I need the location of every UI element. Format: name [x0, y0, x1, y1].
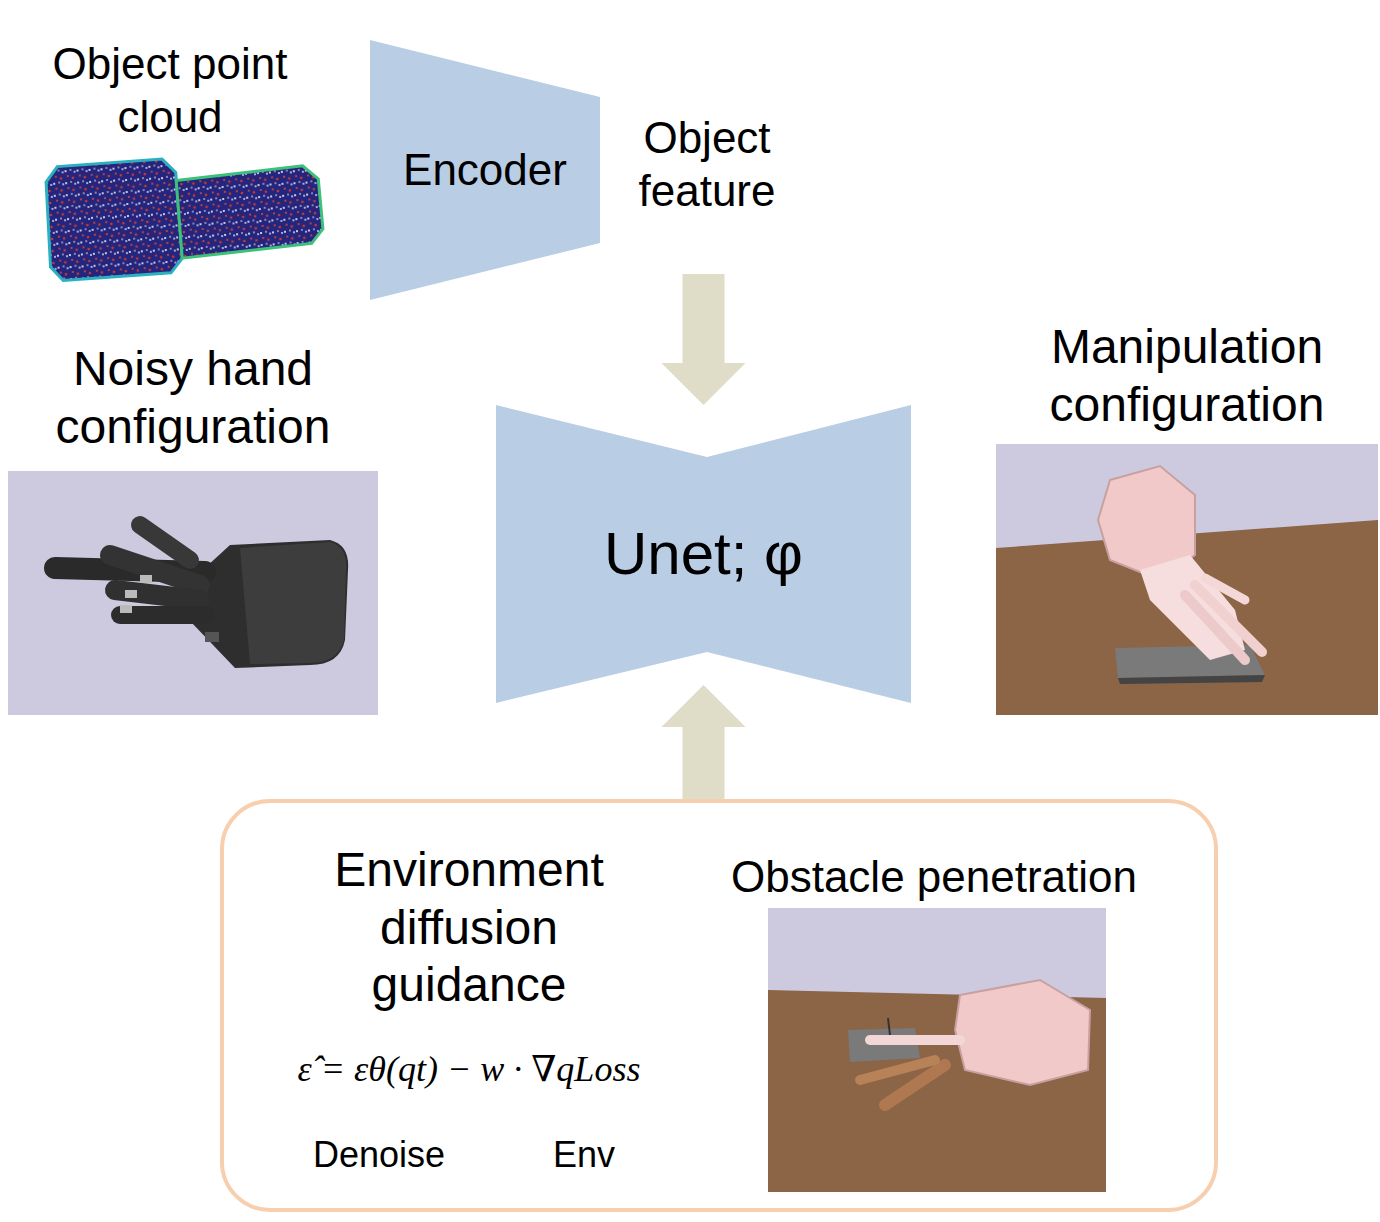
block-arrow — [662, 685, 746, 799]
image-panel: Manipulation configuration — [996, 318, 1378, 438]
encoder-trapezoid: Encoder — [370, 40, 600, 300]
node-text: Env — [524, 1133, 644, 1176]
block-arrow — [662, 274, 746, 405]
image-panel: Obstacle penetration — [694, 851, 1174, 911]
shape-fill — [496, 405, 911, 703]
shape-fill — [370, 40, 600, 300]
node-label: Encoder — [370, 144, 600, 197]
guidance-box: Environment diffusion guidance ε̂ = εθ(qt… — [220, 799, 1218, 1212]
node-label: Unet; φ — [496, 518, 911, 590]
image-panel: Noisy hand configuration — [8, 340, 378, 460]
node-label: Noisy hand configuration — [8, 340, 378, 455]
node-text: Denoise — [284, 1133, 474, 1176]
unet-bowtie: Unet; φ — [496, 405, 911, 703]
node-label: Environment diffusion guidance — [299, 841, 639, 1014]
point-cloud — [45, 151, 325, 281]
node-label: Manipulation configuration — [996, 318, 1378, 433]
node-text: ε̂ = εθ(qt) − w · ∇qLoss — [234, 1048, 704, 1091]
image-panel: Object point cloud — [0, 38, 340, 144]
manipulation-picture — [996, 444, 1378, 715]
node-label: Obstacle penetration — [694, 851, 1174, 904]
noisy-hand-picture — [8, 471, 378, 715]
node-label: Object point cloud — [0, 38, 340, 144]
obstacle-picture — [768, 908, 1106, 1192]
free-label: Object feature — [612, 112, 802, 218]
